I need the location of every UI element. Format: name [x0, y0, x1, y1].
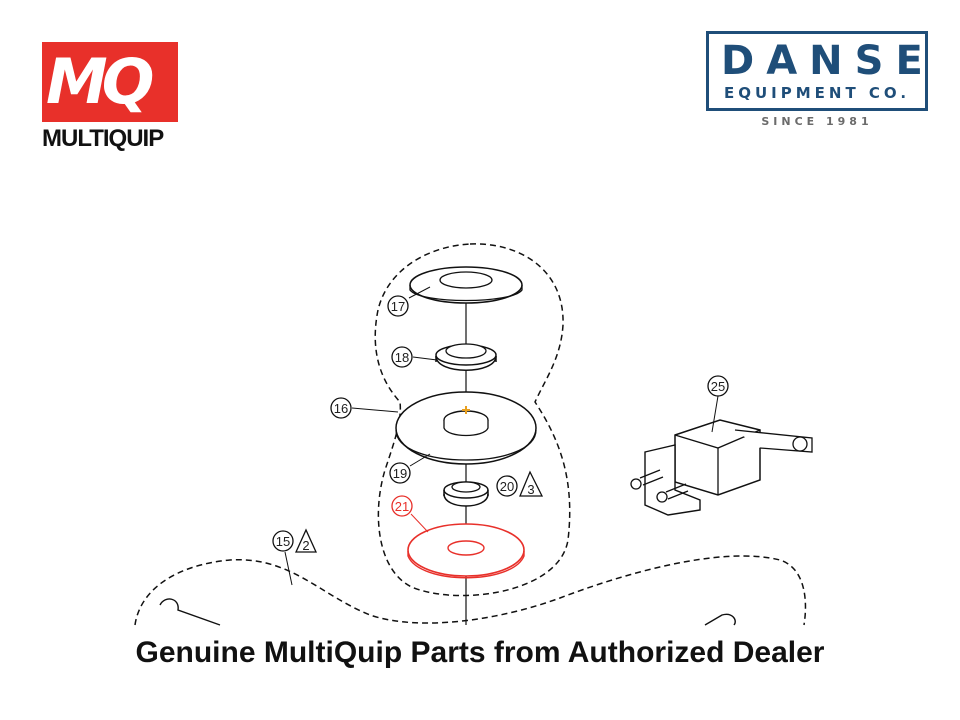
callout-16-label: 16 [334, 401, 348, 416]
danse-logo-box: DANSE EQUIPMENT CO. [706, 31, 928, 111]
lower-shaft [159, 598, 736, 626]
note-3-label: 3 [527, 482, 534, 497]
part-21-washer-highlighted [407, 523, 525, 579]
note-3-triangle: 3 [519, 470, 544, 497]
group-outline-upper [374, 243, 571, 597]
callout-20: 20 [496, 475, 518, 497]
danse-logo: DANSE EQUIPMENT CO. SINCE 1981 [706, 31, 928, 128]
callout-25: 25 [707, 375, 729, 397]
callout-17-label: 17 [391, 299, 405, 314]
callout-21: 21 [391, 495, 413, 517]
group-outline-lower [134, 555, 807, 626]
mq-badge-text: MQ [46, 45, 154, 118]
note-2-label: 2 [302, 538, 309, 553]
danse-wordmark: DANSE [721, 38, 935, 84]
callout-15-label: 15 [276, 534, 290, 549]
callout-25-label: 25 [711, 379, 725, 394]
multiquip-logo: MQ MULTIQUIP [42, 42, 182, 152]
mq-badge: MQ [42, 42, 178, 122]
note-2-triangle: 2 [294, 528, 318, 553]
danse-subtitle: EQUIPMENT CO. [723, 84, 911, 102]
multiquip-wordmark: MULTIQUIP [42, 125, 164, 152]
callout-19-label: 19 [393, 466, 407, 481]
callout-16: 16 [330, 397, 352, 419]
part-16-disk [395, 391, 537, 465]
callout-19: 19 [389, 462, 411, 484]
callout-21-label: 21 [395, 499, 409, 514]
callout-17: 17 [387, 295, 409, 317]
page-caption: Genuine MultiQuip Parts from Authorized … [135, 636, 825, 669]
danse-since: SINCE 1981 [761, 115, 873, 128]
part-17-washer [409, 266, 523, 304]
part-18-bushing [435, 343, 497, 371]
leader-lines [284, 286, 719, 586]
callout-18: 18 [391, 346, 413, 368]
part-25-block [630, 419, 813, 516]
callout-20-label: 20 [500, 479, 514, 494]
callout-15: 15 [272, 530, 294, 552]
callout-18-label: 18 [395, 350, 409, 365]
part-20-bushing [443, 481, 489, 507]
